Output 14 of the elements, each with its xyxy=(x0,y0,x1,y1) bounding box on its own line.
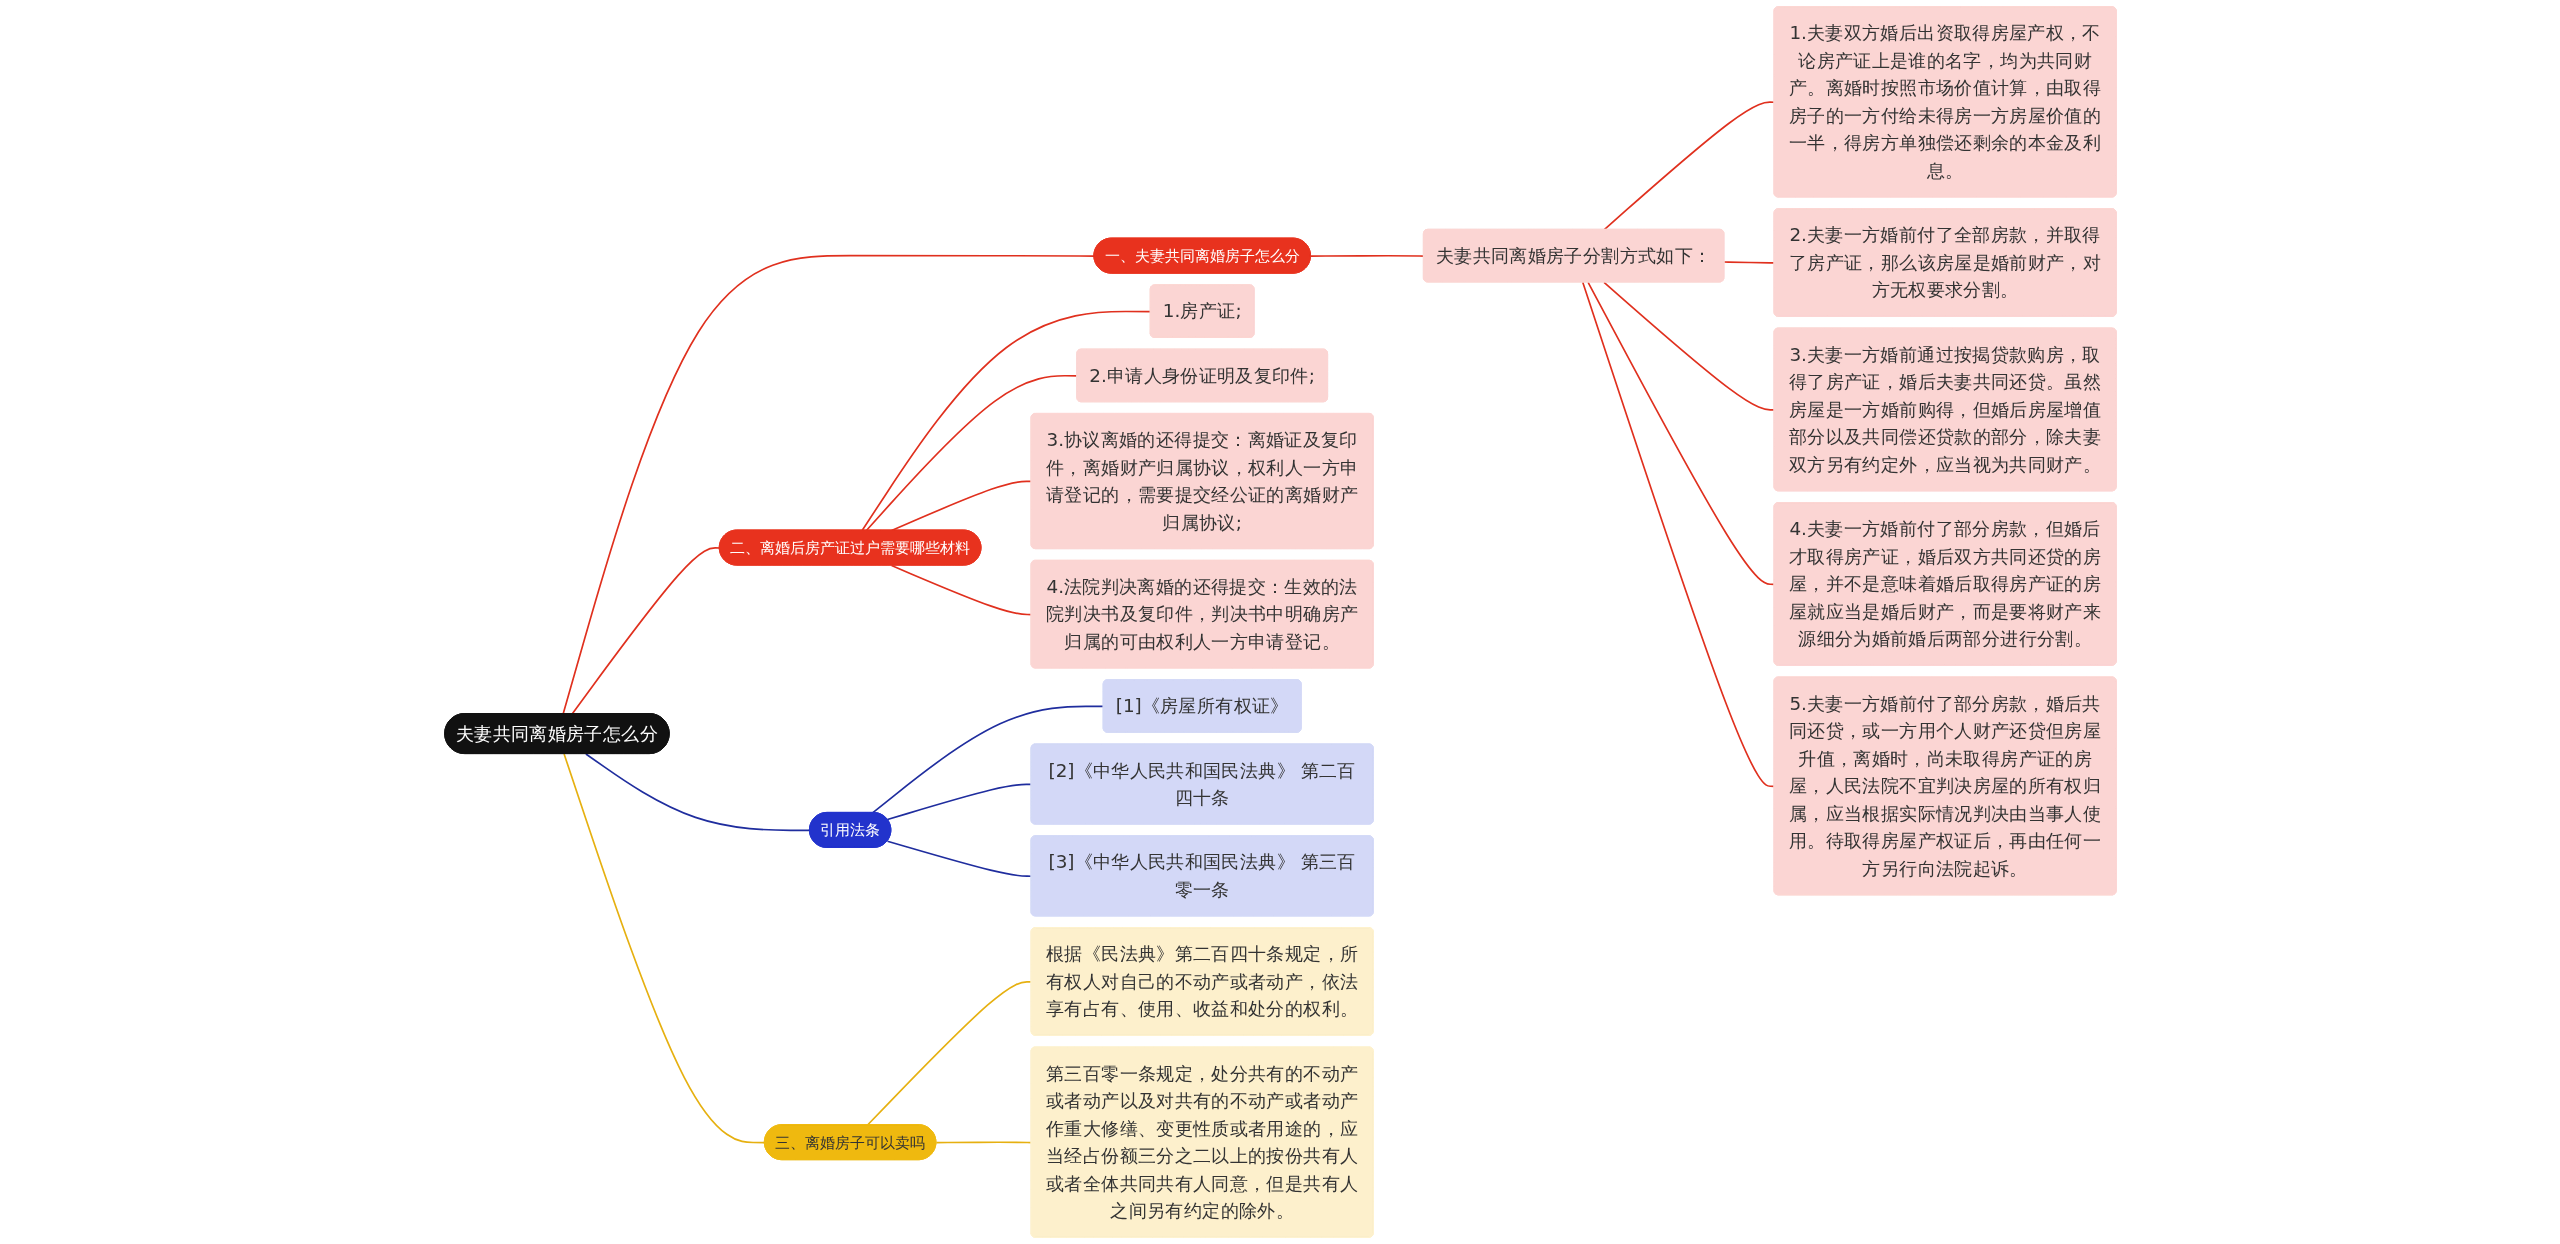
connector xyxy=(886,783,1032,821)
connector xyxy=(584,753,811,832)
connector xyxy=(561,254,1095,715)
connector xyxy=(1602,101,1775,231)
connector xyxy=(866,980,1032,1126)
connector xyxy=(865,374,1078,532)
connector xyxy=(871,705,1104,814)
connector xyxy=(1581,281,1775,788)
connector xyxy=(1586,281,1775,586)
connector xyxy=(1602,281,1775,411)
connector xyxy=(935,1141,1032,1144)
connector xyxy=(1723,261,1775,264)
connector xyxy=(886,840,1032,878)
connector xyxy=(890,564,1032,616)
